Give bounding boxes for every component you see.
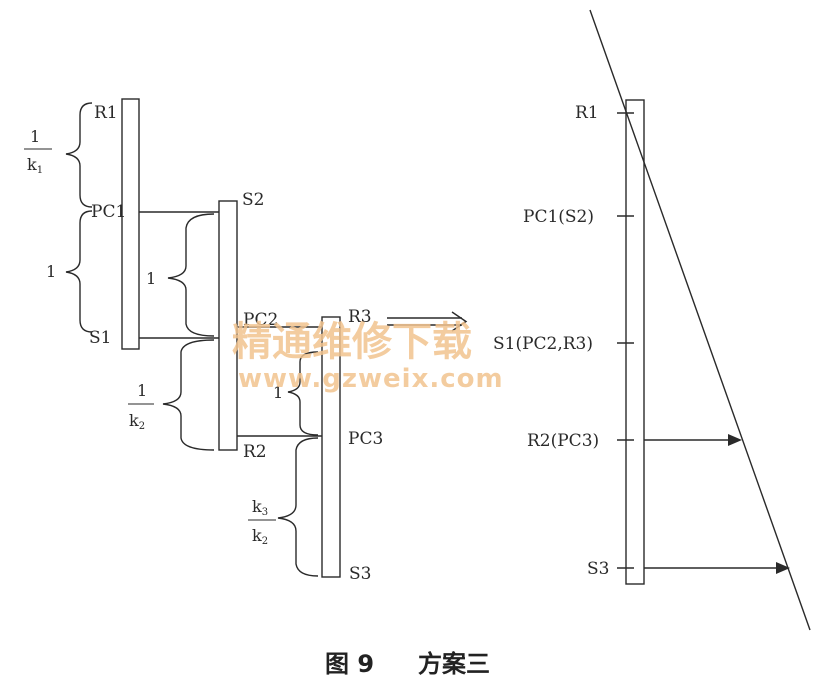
bar-3	[321, 316, 341, 578]
diagonal-line	[589, 9, 811, 631]
b5-number: 1	[273, 383, 283, 402]
right-label-r2-pc3: R2(PC3)	[527, 431, 599, 451]
watermark-title: 精通维修下载	[232, 319, 472, 365]
label-s3: S3	[349, 564, 371, 584]
b1-numerator: 1	[30, 127, 40, 146]
brace-pc2-r2	[162, 339, 215, 451]
brace-s2-pc2	[167, 213, 215, 337]
bar-1	[121, 98, 140, 350]
watermark-url: www.gzweix.com	[238, 364, 504, 394]
label-s1: S1	[89, 328, 111, 348]
brace-r3-pc3	[287, 351, 319, 436]
label-r1: R1	[94, 103, 118, 123]
right-label-s1-pc2-r3: S1(PC2,R3)	[493, 334, 593, 354]
arrow-r2-pc3-head	[728, 434, 742, 446]
caption-figure-number: 图 9	[325, 650, 374, 678]
b2-number: 1	[46, 262, 56, 281]
arrow-s3-head	[776, 562, 790, 574]
caption-title: 方案三	[418, 650, 490, 678]
right-bar	[625, 99, 645, 585]
bar-2	[218, 200, 238, 451]
brace-pc1-s1	[65, 210, 93, 333]
brace-r1-pc1	[65, 102, 93, 208]
b1-denominator: k1	[27, 155, 43, 176]
b4-denominator: k2	[129, 411, 145, 432]
right-label-r1: R1	[575, 103, 599, 123]
label-pc3: PC3	[348, 429, 383, 449]
b3-number: 1	[146, 269, 156, 288]
b4-numerator: 1	[137, 381, 147, 400]
label-r2: R2	[243, 442, 267, 462]
right-label-pc1-s2: PC1(S2)	[523, 207, 594, 227]
equiv-arrow-head	[451, 311, 468, 332]
label-s2: S2	[242, 190, 264, 210]
brace-pc3-s3	[277, 437, 319, 577]
b6-denominator: k2	[252, 526, 268, 547]
label-pc2: PC2	[243, 310, 278, 330]
label-pc1: PC1	[91, 202, 126, 222]
b6-numerator: k3	[252, 497, 268, 518]
right-label-s3: S3	[587, 559, 609, 579]
label-r3: R3	[348, 307, 372, 327]
